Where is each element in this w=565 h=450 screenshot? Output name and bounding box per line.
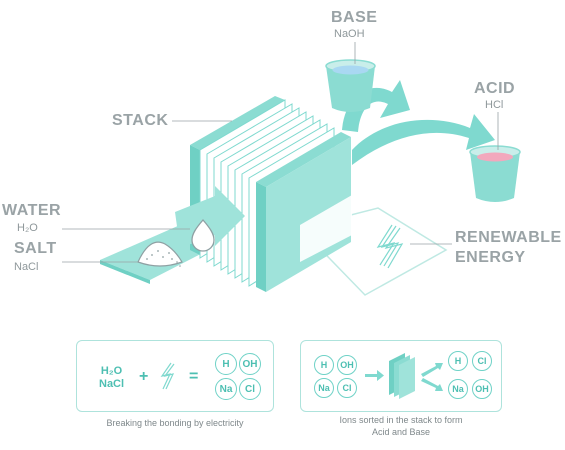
panel-left-formula-line2: NaCl [99, 378, 125, 390]
water-drop-icon [191, 219, 215, 252]
ion-cl: Cl [239, 378, 261, 400]
ion-h-out: H [448, 351, 468, 371]
arrow-up-right-icon [421, 363, 443, 377]
salt-formula: NaCl [14, 261, 39, 273]
stack-front-face [256, 182, 266, 292]
leader-lines [62, 42, 499, 263]
panel-right-caption-line1: Ions sorted in the stack to form [339, 415, 463, 425]
plus-sign: + [139, 368, 149, 385]
panel-left-formula: H₂O NaCl [99, 365, 124, 391]
panel-right-caption: Ions sorted in the stack to form Acid an… [300, 414, 502, 438]
ion-h: H [314, 355, 334, 375]
feed-arrow [175, 186, 245, 248]
ion-h: H [215, 353, 237, 375]
acid-label: ACID [474, 80, 516, 97]
renewable-label-line2: ENERGY [455, 249, 526, 266]
water-formula: H₂O [17, 222, 38, 234]
lightning-bolt-icon [376, 224, 404, 269]
panel-left-formula-line1: H₂O [100, 365, 123, 377]
ion-cl-out: Cl [472, 351, 492, 371]
panel-breaking-bonds: H₂O NaCl + = H OH Na Cl [76, 340, 274, 412]
ion-oh: OH [239, 353, 261, 375]
ion-na-out: Na [448, 379, 468, 399]
stack-label: STACK [112, 112, 169, 129]
panel-left-caption: Breaking the bonding by electricity [106, 418, 244, 428]
base-formula: NaOH [334, 28, 365, 40]
arrow-right-icon [365, 370, 384, 381]
renewable-label: RENEWABLE ENERGY [455, 228, 562, 268]
ion-na: Na [215, 378, 237, 400]
panel-right-caption-line2: Acid and Base [371, 427, 431, 437]
acid-outlet-arrow [352, 114, 495, 165]
salt-label: SALT [14, 240, 57, 257]
acid-beaker [469, 145, 521, 202]
mini-stack-icon [389, 353, 415, 399]
base-beaker [325, 59, 376, 112]
stack-back-panel [190, 96, 285, 150]
ion-oh: OH [337, 355, 357, 375]
feed-sheet-edge [100, 260, 150, 284]
equals-sign: = [189, 368, 199, 385]
stack-front-side [266, 137, 351, 292]
renewable-label-line1: RENEWABLE [455, 229, 562, 246]
lightning-bolt-icon [160, 362, 175, 390]
stack-front-panel [256, 132, 351, 187]
ion-na: Na [314, 378, 334, 398]
stack-channel [300, 195, 352, 262]
ion-oh-out: OH [472, 379, 492, 399]
panel-ion-sorting: H OH Na Cl H Cl Na OH [300, 340, 502, 412]
salt-pile-icon [137, 241, 183, 267]
water-label: WATER [2, 202, 62, 219]
arrow-down-right-icon [421, 378, 443, 391]
mini-stack-with-arrows [365, 353, 443, 399]
base-outlet-arrow [342, 80, 410, 132]
base-label: BASE [331, 9, 378, 26]
ion-cl: Cl [337, 378, 357, 398]
acid-formula: HCl [485, 99, 504, 111]
